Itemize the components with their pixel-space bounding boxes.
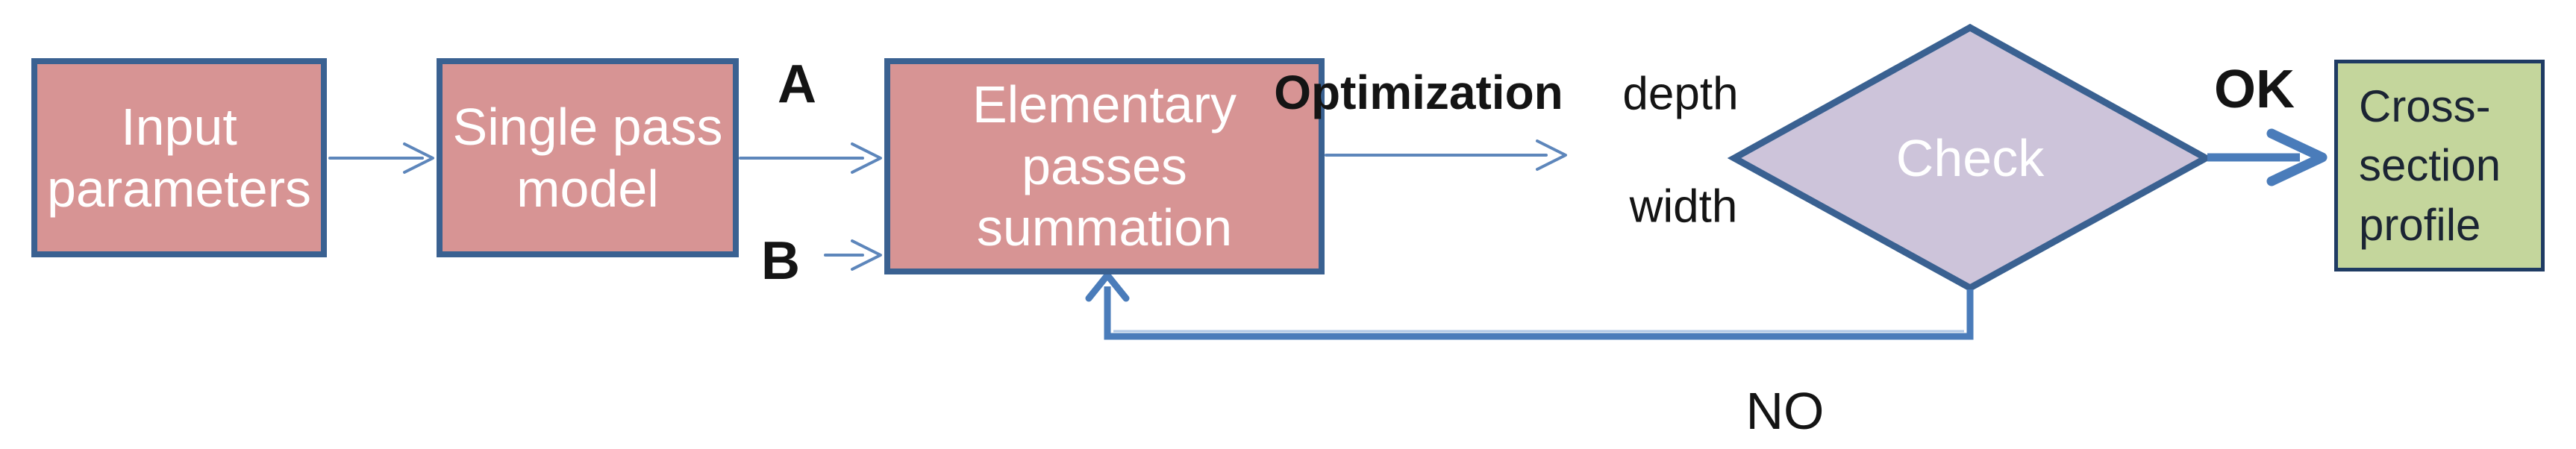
label-ok: OK — [2214, 60, 2295, 119]
label-b: B — [761, 231, 800, 291]
arrowhead-b-icon — [851, 239, 882, 271]
arrowhead-optimization-icon — [1536, 139, 1567, 171]
node-cross-section-profile: Cross- section profile — [2334, 60, 2545, 271]
arrowhead-ok-icon — [2266, 128, 2328, 186]
node-input-parameters: Input parameters — [31, 58, 327, 257]
check-decision-shape — [1727, 23, 2213, 292]
node-check-label: Check — [1895, 129, 2045, 187]
arrowhead-input-to-singlepass-icon — [403, 142, 434, 174]
node-elementary-passes-summation: Elementary passes summation — [884, 58, 1325, 274]
label-depth: depth — [1622, 68, 1739, 120]
node-single-pass-model: Single pass model — [437, 58, 739, 257]
label-a: A — [778, 54, 816, 114]
label-optimization: Optimization — [1274, 66, 1563, 119]
arrow-no-loop — [1104, 286, 1974, 340]
arrowhead-no-loop-icon — [1085, 271, 1130, 302]
arrowhead-a-icon — [851, 142, 882, 174]
label-no: NO — [1745, 382, 1825, 440]
label-width: width — [1629, 180, 1738, 233]
